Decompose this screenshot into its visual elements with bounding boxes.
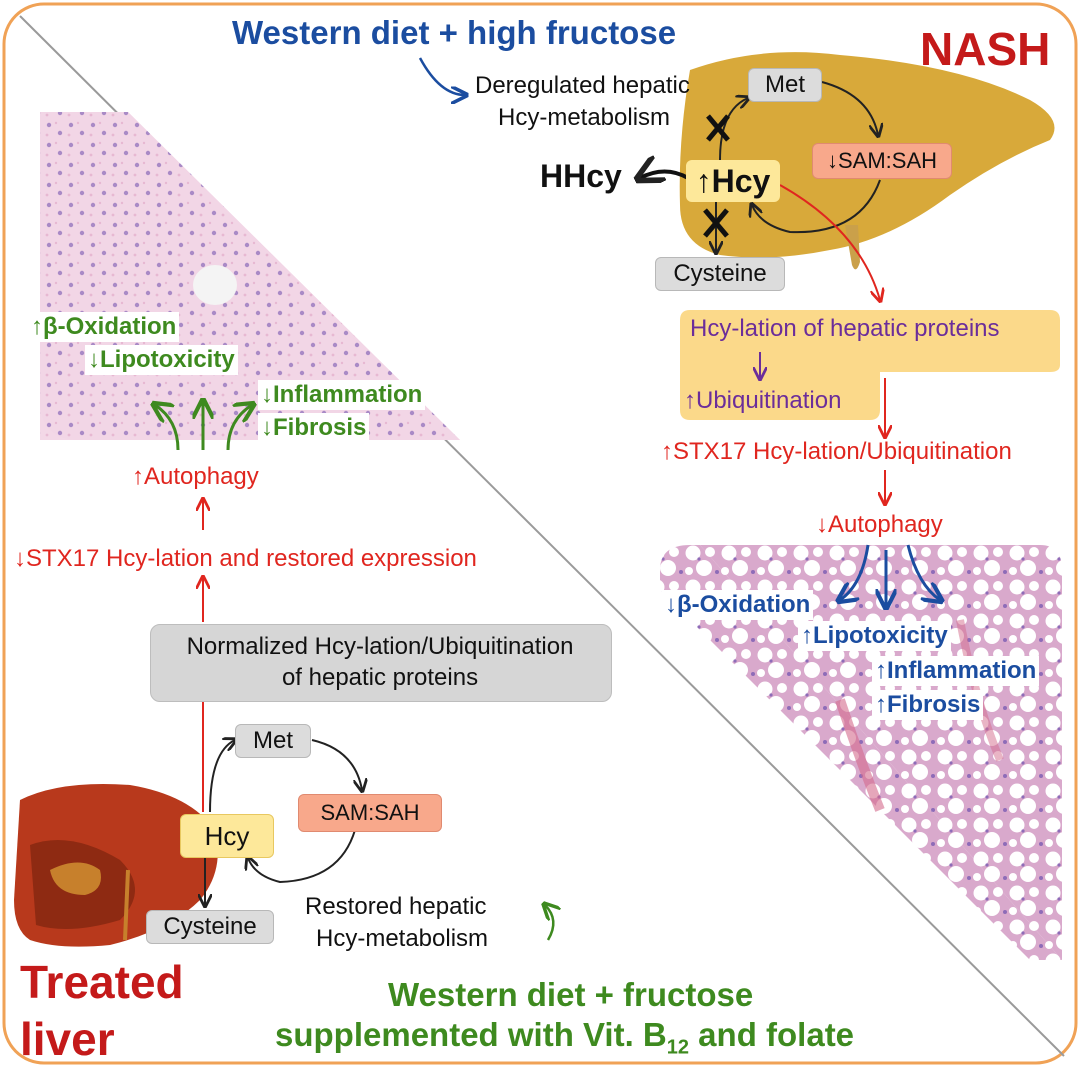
treated-hcy-label: Hcy	[204, 820, 250, 851]
treated-diet-line1: Western diet + fructose	[388, 976, 754, 1013]
treated-sam-label: SAM:SAH	[320, 800, 420, 825]
nash-met-box: Met	[748, 68, 822, 102]
nash-sam-box: ↓SAM:SAH	[812, 143, 952, 179]
hcylation-label: Hcy-lation of hepatic proteins	[690, 315, 1000, 342]
treated-stx17-label: ↓STX17 Hcy-lation and restored expressio…	[14, 545, 477, 572]
nash-cysteine-box: Cysteine	[655, 257, 785, 291]
deregulated-line1: Deregulated hepatic	[475, 72, 690, 99]
nash-met-label: Met	[764, 71, 805, 98]
diet-to-deregulated-arrow	[418, 57, 465, 95]
normalized-line2: of hepatic proteins	[281, 664, 479, 691]
treated-outcome-fibrosis: ↓Fibrosis	[258, 413, 370, 443]
treated-autophagy-label: ↑Autophagy	[132, 463, 259, 490]
treated-cysteine-label: Cysteine	[163, 913, 257, 940]
ubiquitination-label: ↑Ubiquitination	[684, 387, 842, 414]
hhcy-label: HHcy	[540, 158, 622, 194]
treated-outcome-inflammation: ↓Inflammation	[258, 380, 426, 410]
nash-autophagy-label: ↓Autophagy	[816, 511, 943, 538]
treated-met-label: Met	[252, 727, 293, 754]
treated-hcy-box: Hcy	[180, 814, 274, 858]
treated-cysteine-box: Cysteine	[146, 910, 274, 944]
nash-diet-label: Western diet + high fructose	[232, 14, 677, 51]
nash-outcome-inflammation: ↑Inflammation	[872, 656, 1040, 686]
treated-diet-line2-prefix: supplemented with Vit. B	[275, 1016, 667, 1053]
block-x-marks	[703, 114, 730, 238]
nash-stx17-label: ↑STX17 Hcy-lation/Ubiquitination	[661, 438, 1012, 465]
nash-outcome-fibrosis: ↑Fibrosis	[872, 690, 984, 720]
treated-diet-line2: supplemented with Vit. B12 and folate	[275, 1016, 854, 1060]
normalized-line1: Normalized Hcy-lation/Ubiquitination	[186, 633, 574, 660]
treated-title-line1: Treated	[20, 956, 184, 1008]
nash-hcy-label: ↑Hcy	[695, 162, 771, 199]
treated-met-box: Met	[235, 724, 311, 758]
treated-diet-arrow	[545, 905, 553, 941]
nash-cysteine-label: Cysteine	[673, 260, 767, 287]
nash-hcy-box: ↑Hcy	[686, 160, 780, 202]
hcylation-panel	[680, 310, 1060, 420]
restored-line2: Hcy-metabolism	[316, 925, 489, 952]
nash-sam-label: ↓SAM:SAH	[826, 148, 938, 173]
treated-sam-box: SAM:SAH	[298, 794, 442, 832]
treated-diet-line2-suffix: and folate	[689, 1016, 855, 1053]
treated-outcome-lipotoxicity: ↓Lipotoxicity	[85, 345, 238, 375]
normalized-box	[150, 624, 612, 702]
nash-title: NASH	[920, 23, 1051, 75]
deregulated-line2: Hcy-metabolism	[498, 104, 671, 131]
treated-title-line2: liver	[20, 1013, 115, 1065]
treated-outcome-beta-oxidation: ↑β-Oxidation	[28, 312, 180, 342]
central-vein	[193, 265, 237, 305]
hhcy-arrow	[640, 172, 689, 179]
nash-outcome-beta-oxidation: ↓β-Oxidation	[662, 590, 814, 620]
restored-line1: Restored hepatic	[305, 893, 487, 920]
nash-outcome-lipotoxicity: ↑Lipotoxicity	[798, 621, 951, 651]
vitamin-b12-subscript: 12	[666, 1036, 690, 1059]
